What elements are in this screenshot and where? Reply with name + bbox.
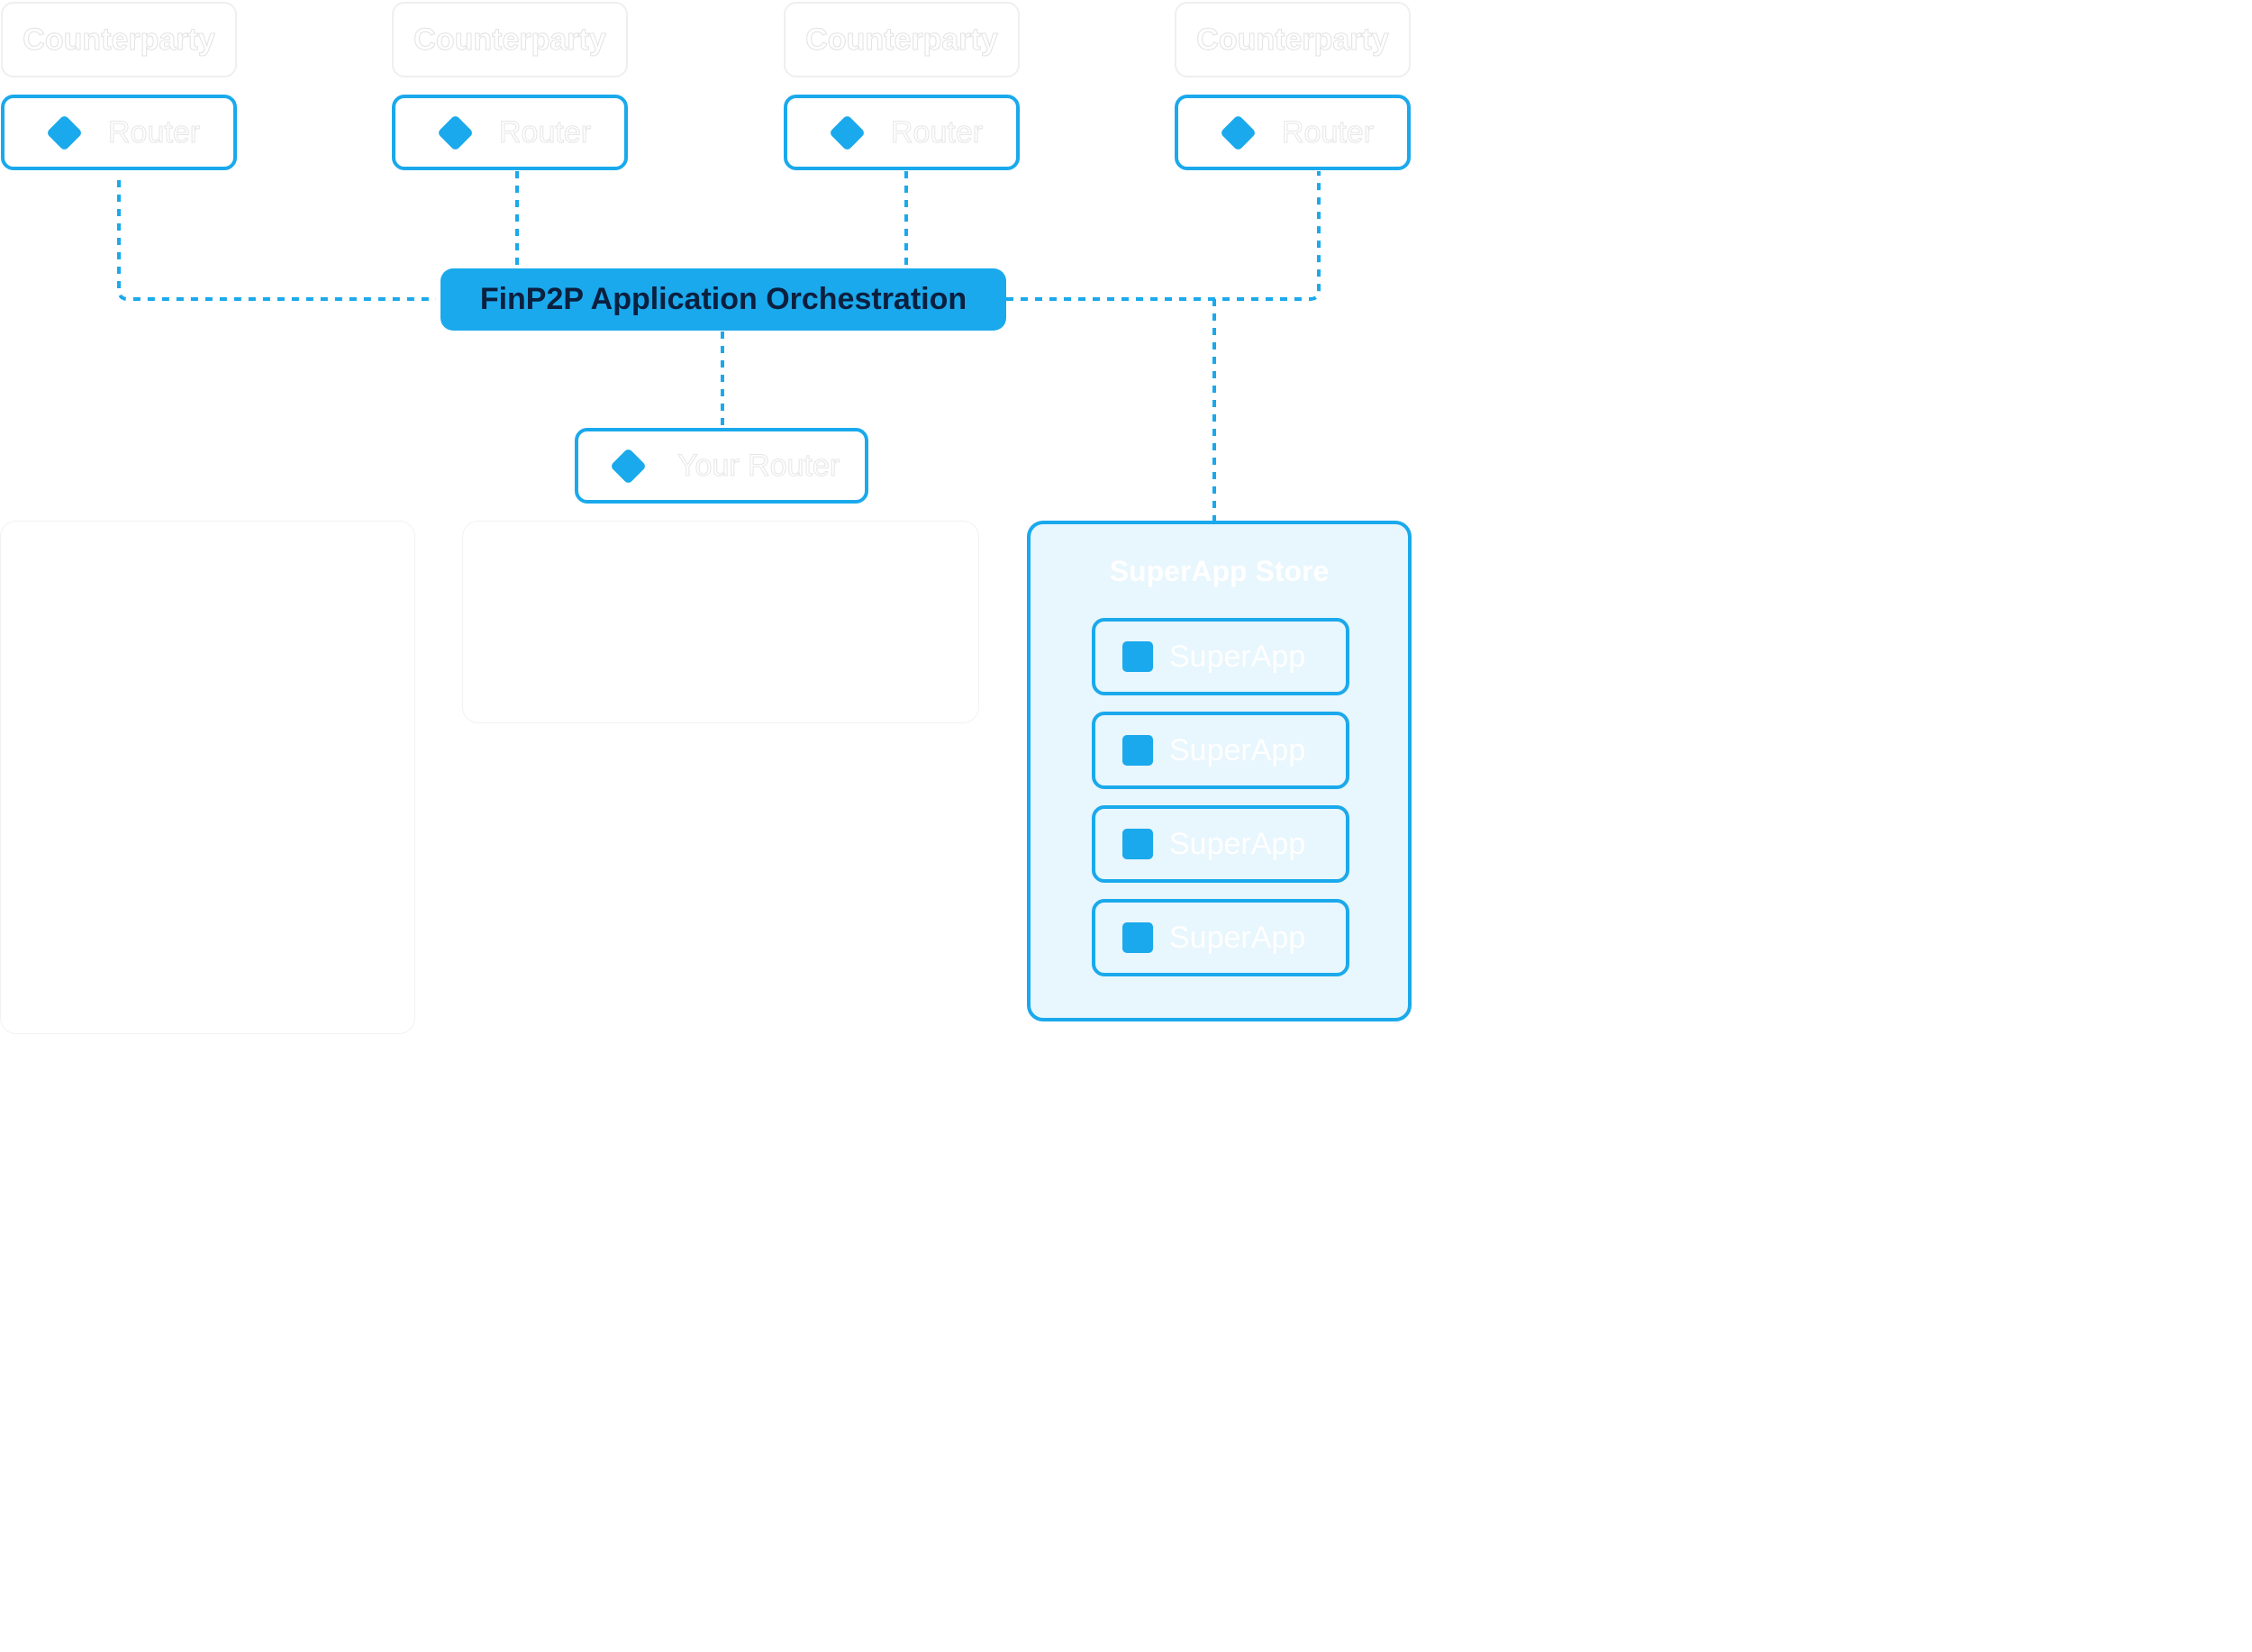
diamond-icon xyxy=(45,113,84,151)
superapp-store-panel: SuperApp Store SuperApp SuperApp SuperAp… xyxy=(1027,521,1412,1021)
superapp-item-4: SuperApp xyxy=(1092,899,1349,976)
superapp-label: SuperApp xyxy=(1169,826,1306,861)
connector-router-4 xyxy=(1006,171,1321,301)
counterparty-box-4: Counterparty xyxy=(1175,2,1411,77)
superapp-item-1: SuperApp xyxy=(1092,618,1349,695)
router-box-3: Router xyxy=(784,95,1020,170)
router-box-4: Router xyxy=(1175,95,1411,170)
store-title: SuperApp Store xyxy=(1109,555,1330,587)
orchestration-label: FinP2P Application Orchestration xyxy=(479,282,967,316)
counterparty-box-1: Counterparty xyxy=(1,2,237,77)
connector-router-1 xyxy=(117,180,436,301)
your-router-box: Your Router xyxy=(575,428,868,504)
orchestration-node: FinP2P Application Orchestration xyxy=(440,268,1006,331)
app-square-icon xyxy=(1122,922,1153,953)
left-panel xyxy=(0,521,415,1034)
your-router-label: Your Router xyxy=(677,448,840,483)
router-label: Router xyxy=(107,114,201,150)
router-label: Router xyxy=(890,114,984,150)
diamond-icon xyxy=(609,447,648,485)
router-label: Router xyxy=(498,114,592,150)
counterparty-label: Counterparty xyxy=(805,22,998,57)
diamond-icon xyxy=(828,113,867,151)
diamond-icon xyxy=(1219,113,1258,151)
counterparty-box-2: Counterparty xyxy=(392,2,628,77)
diagram-canvas: Counterparty Counterparty Counterparty C… xyxy=(0,0,1412,1036)
app-square-icon xyxy=(1122,829,1153,859)
counterparty-label: Counterparty xyxy=(1196,22,1389,57)
center-panel xyxy=(462,521,979,723)
counterparty-label: Counterparty xyxy=(413,22,606,57)
router-box-2: Router xyxy=(392,95,628,170)
superapp-item-3: SuperApp xyxy=(1092,805,1349,883)
app-square-icon xyxy=(1122,641,1153,672)
router-label: Router xyxy=(1281,114,1375,150)
superapp-label: SuperApp xyxy=(1169,639,1306,674)
superapp-label: SuperApp xyxy=(1169,920,1306,955)
counterparty-label: Counterparty xyxy=(23,22,215,57)
connector-lines xyxy=(117,171,1321,521)
router-box-1: Router xyxy=(1,95,237,170)
counterparty-box-3: Counterparty xyxy=(784,2,1020,77)
diamond-icon xyxy=(436,113,475,151)
superapp-item-2: SuperApp xyxy=(1092,712,1349,789)
superapp-label: SuperApp xyxy=(1169,732,1306,767)
app-square-icon xyxy=(1122,735,1153,766)
